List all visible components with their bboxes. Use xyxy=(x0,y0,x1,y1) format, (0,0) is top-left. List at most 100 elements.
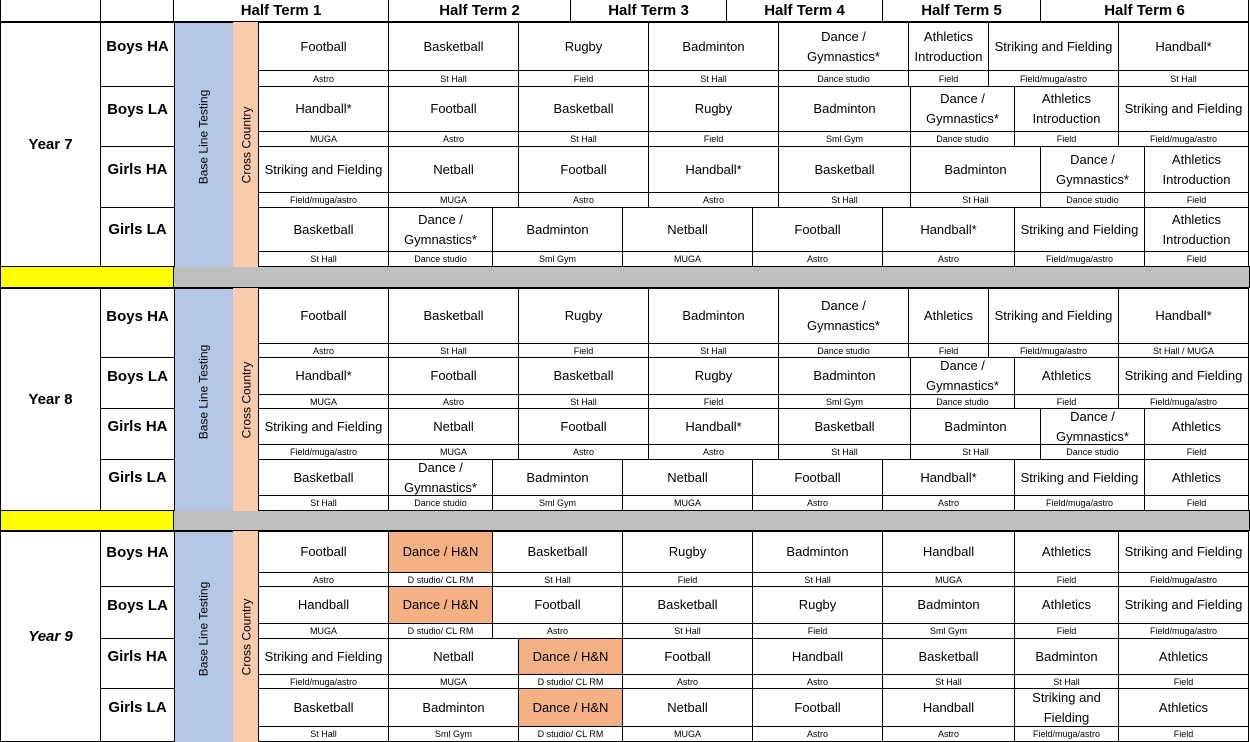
activity-cell: Striking and Fielding xyxy=(1014,688,1119,727)
activity-cell: Badminton xyxy=(492,459,623,496)
activity-cell: Basketball xyxy=(258,459,389,496)
activity-cell: Netball xyxy=(622,688,753,727)
venue-cell: Field/muga/astro xyxy=(1014,251,1145,267)
activity-cell: Handball* xyxy=(258,86,389,132)
activity-cell: Dance / Gymnastics* xyxy=(388,459,493,496)
venue-cell: Sml Gym xyxy=(388,726,519,742)
group-label: Boys LA xyxy=(100,357,175,395)
header-half-term-3: Half Term 3 xyxy=(570,0,727,22)
activity-cell: Basketball xyxy=(258,688,389,727)
header-half-term-4: Half Term 4 xyxy=(726,0,883,22)
venue-cell: Field/muga/astro xyxy=(1118,623,1249,639)
activity-cell: Rugby xyxy=(648,357,779,395)
baseline-testing-tail xyxy=(173,494,234,511)
activity-cell: Athletics xyxy=(908,288,989,344)
venue-cell: D studio/ CL RM xyxy=(518,726,623,742)
venue-cell: MUGA xyxy=(388,674,519,689)
venue-cell: Field/muga/astro xyxy=(1118,572,1249,587)
header-half-term-1: Half Term 1 xyxy=(173,0,389,22)
venue-cell: Field xyxy=(1118,726,1249,742)
activity-cell: Badminton xyxy=(910,146,1041,193)
group-label: Boys HA xyxy=(100,288,175,344)
activity-cell: Rugby xyxy=(622,531,753,573)
activity-cell: Badminton xyxy=(648,288,779,344)
venue-cell: St Hall xyxy=(492,572,623,587)
venue-cell: Field xyxy=(1014,623,1119,639)
activity-cell: Striking and Fielding xyxy=(1014,459,1145,496)
group-label-sub xyxy=(100,623,175,639)
venue-cell: Field/muga/astro xyxy=(258,674,389,689)
activity-cell: Striking and Fielding xyxy=(988,288,1119,344)
venue-cell: Dance studio xyxy=(388,495,493,511)
activity-cell: Handball xyxy=(882,688,1015,727)
venue-cell: Field xyxy=(1144,251,1249,267)
activity-cell: Striking and Fielding xyxy=(1118,86,1249,132)
venue-cell: Astro xyxy=(752,726,883,742)
activity-cell: Striking and Fielding xyxy=(1014,207,1145,252)
year-label: Year 9 xyxy=(0,531,101,742)
activity-cell: Football xyxy=(752,688,883,727)
activity-cell: Basketball xyxy=(492,531,623,573)
venue-cell: Field xyxy=(752,623,883,639)
activity-cell: Netball xyxy=(388,638,519,675)
header-half-term-2: Half Term 2 xyxy=(388,0,571,22)
activity-cell: Striking and Fielding xyxy=(258,146,389,193)
activity-cell: Handball* xyxy=(1118,288,1249,344)
cross-country-label: Cross Country xyxy=(239,598,254,675)
group-label: Girls LA xyxy=(100,688,175,727)
venue-cell: St Hall xyxy=(1014,674,1119,689)
activity-cell: Handball* xyxy=(258,357,389,395)
activity-cell: Handball xyxy=(258,586,389,624)
activity-cell: Rugby xyxy=(752,586,883,624)
venue-cell: St Hall xyxy=(752,572,883,587)
cross-country-column: Cross Country xyxy=(233,531,260,742)
activity-cell: Handball* xyxy=(648,146,779,193)
venue-cell: MUGA xyxy=(258,623,389,639)
activity-cell: Athletics xyxy=(1014,586,1119,624)
cross-country-column: Cross Country xyxy=(233,288,260,511)
activity-cell: Handball* xyxy=(1118,22,1249,71)
activity-cell: Football xyxy=(752,207,883,252)
activity-cell: Striking and Fielding xyxy=(1118,531,1249,573)
venue-cell: Sml Gym xyxy=(492,251,623,267)
activity-cell: Athletics Introduction xyxy=(1144,207,1249,252)
activity-cell: Dance / Gymnastics* xyxy=(910,357,1015,395)
activity-cell: Dance / H&N xyxy=(388,586,493,624)
activity-cell: Badminton xyxy=(1014,638,1119,675)
activity-cell: Football xyxy=(388,357,519,395)
activity-cell: Striking and Fielding xyxy=(988,22,1119,71)
venue-cell: D studio/ CL RM xyxy=(388,572,493,587)
activity-cell: Dance / Gymnastics* xyxy=(388,207,493,252)
activity-cell: Football xyxy=(518,408,649,445)
group-label: Boys HA xyxy=(100,22,175,71)
activity-cell: Badminton xyxy=(752,531,883,573)
venue-cell: Field/muga/astro xyxy=(1014,495,1145,511)
baseline-testing-column: Base Line Testing xyxy=(173,288,234,495)
cross-country-column: Cross Country xyxy=(233,22,260,267)
venue-cell: Field xyxy=(1014,572,1119,587)
activity-cell: Athletics Introduction xyxy=(908,22,989,71)
venue-cell: Astro xyxy=(752,495,883,511)
activity-cell: Striking and Fielding xyxy=(258,638,389,675)
venue-cell: Field xyxy=(1118,674,1249,689)
group-label: Boys LA xyxy=(100,86,175,132)
activity-cell: Handball xyxy=(882,531,1015,573)
activity-cell: Dance / H&N xyxy=(518,688,623,727)
activity-cell: Badminton xyxy=(882,586,1015,624)
activity-cell: Athletics Introduction xyxy=(1144,146,1249,193)
venue-cell: D studio/ CL RM xyxy=(518,674,623,689)
activity-cell: Basketball xyxy=(518,357,649,395)
baseline-testing-tail xyxy=(173,250,234,267)
group-label: Boys HA xyxy=(100,531,175,573)
venue-cell: Astro xyxy=(752,674,883,689)
group-label-sub xyxy=(100,674,175,689)
activity-cell: Netball xyxy=(622,207,753,252)
activity-cell: Dance / Gymnastics* xyxy=(778,288,909,344)
activity-cell: Basketball xyxy=(388,288,519,344)
activity-cell: Football xyxy=(752,459,883,496)
venue-cell: Astro xyxy=(258,572,389,587)
venue-cell: Field xyxy=(622,572,753,587)
activity-cell: Athletics xyxy=(1144,459,1249,496)
